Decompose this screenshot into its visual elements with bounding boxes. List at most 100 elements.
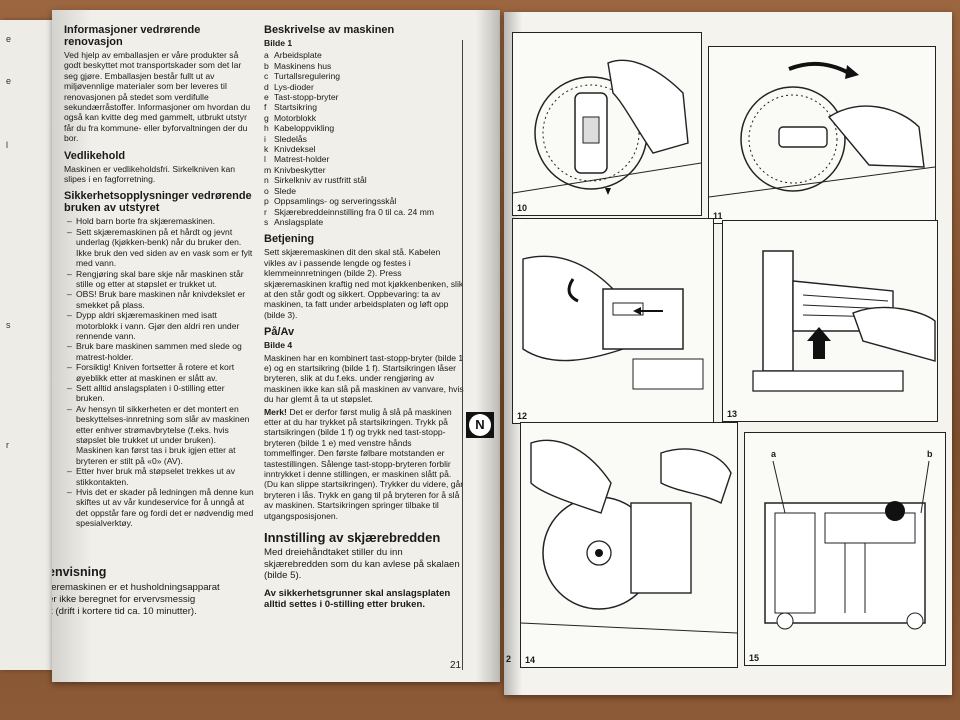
figure-label: 10 bbox=[517, 203, 528, 213]
part-key: h bbox=[264, 123, 269, 134]
figure-panel-12: 12 bbox=[512, 218, 714, 424]
figure-reference: Bilde 1 bbox=[264, 38, 293, 48]
part-name: Tast-stopp-bryter bbox=[274, 92, 339, 103]
bruk-line: æremaskinen er et husholdningsapparat bbox=[52, 582, 220, 593]
safety-item: Etter hver bruk må støpselet trekkes ut … bbox=[67, 466, 254, 487]
part-name: Skjærebreddeinnstilling fra 0 til ca. 24… bbox=[274, 206, 435, 217]
part-key: n bbox=[264, 175, 269, 186]
figure-panel-10: 10 bbox=[512, 32, 702, 216]
part-name: Anslagsplate bbox=[274, 216, 324, 227]
part-key: p bbox=[264, 196, 269, 207]
left-column: Informasjoner vedrørende renovasjon Ved … bbox=[64, 24, 254, 533]
figure-reference: Bilde 4 bbox=[264, 340, 293, 351]
part-item: o Slede bbox=[264, 186, 464, 196]
part-key: g bbox=[264, 112, 269, 123]
description-heading: Beskrivelse av maskinen bbox=[264, 24, 395, 36]
figure-label: 12 bbox=[517, 411, 528, 421]
language-tab: N bbox=[466, 412, 494, 438]
paav-heading: På/Av bbox=[264, 326, 295, 339]
part-item: b Maskinens hus bbox=[264, 61, 464, 71]
safety-item: OBS! Bruk bare maskinen når knivdekslet … bbox=[67, 289, 254, 310]
part-key: i bbox=[264, 133, 266, 144]
part-item: p Oppsamlings- og serveringsskål bbox=[264, 196, 464, 206]
part-name: Knivbeskytter bbox=[274, 164, 326, 175]
language-tab-letter: N bbox=[469, 414, 491, 436]
part-name: Kabeloppvikling bbox=[274, 123, 335, 134]
safety-item: Sett skjæremaskinen på et hårdt og jevnt… bbox=[67, 227, 254, 269]
slicer-top-view-drawing bbox=[764, 460, 930, 630]
left-page: Informasjoner vedrørende renovasjon Ved … bbox=[52, 10, 500, 682]
bottom-block: envisning æremaskinen er et husholdnings… bbox=[52, 565, 298, 618]
part-name: Arbeidsplate bbox=[274, 50, 322, 61]
part-name: Maskinens hus bbox=[274, 60, 332, 71]
part-item: n Sirkelkniv av rustfritt stål bbox=[264, 175, 464, 185]
part-name: Sledelås bbox=[274, 133, 307, 144]
safety-item: Dypp aldri skjæremaskinen med isatt moto… bbox=[67, 310, 254, 341]
figure-label: 14 bbox=[525, 655, 536, 665]
part-name: Slede bbox=[274, 185, 296, 196]
figure-label: 11 bbox=[713, 211, 723, 221]
part-key: e bbox=[264, 92, 269, 103]
slicer-switch-drawing bbox=[522, 255, 704, 390]
vedlikehold-text: Maskinen er vedlikeholdsfri. Sirkelknive… bbox=[64, 163, 235, 185]
renovasjon-text: Ved hjelp av emballasjen er våre produkt… bbox=[64, 50, 251, 144]
part-key: b bbox=[264, 60, 269, 71]
part-item: a Arbeidsplate bbox=[264, 50, 464, 60]
vedlikehold-heading: Vedlikehold bbox=[64, 149, 126, 162]
callout-label: b bbox=[927, 449, 933, 459]
part-name: Sirkelkniv av rustfritt stål bbox=[274, 175, 367, 186]
prev-fragment: l bbox=[6, 140, 8, 150]
figure-label: 15 bbox=[749, 653, 760, 663]
part-item: i Sledelås bbox=[264, 134, 464, 144]
part-key: k bbox=[264, 144, 269, 155]
slicer-cutting-drawing bbox=[521, 439, 737, 634]
part-key: a bbox=[264, 50, 269, 61]
part-item: r Skjærebreddeinnstilling fra 0 til ca. 2… bbox=[264, 207, 464, 217]
merk-text: Det er derfor først mulig å slå på maski… bbox=[264, 406, 464, 521]
callout-label: a bbox=[771, 449, 777, 459]
part-key: m bbox=[264, 164, 272, 175]
part-name: Oppsamlings- og serveringsskål bbox=[274, 196, 397, 207]
bruk-heading: envisning bbox=[52, 565, 107, 579]
prev-fragment: r bbox=[6, 440, 9, 450]
part-key: s bbox=[264, 216, 269, 227]
slicer-blade-removal-drawing bbox=[709, 61, 935, 198]
part-item: e Tast-stopp-bryter bbox=[264, 92, 464, 102]
bruk-line: er ikke beregnet for ervervsmessig bbox=[52, 594, 196, 605]
safety-item: Bruk bare maskinen sammen med slede og m… bbox=[67, 341, 254, 362]
part-name: Startsikring bbox=[274, 102, 317, 113]
bredde-warning: Av sikkerhetsgrunner skal anslagsplaten … bbox=[264, 587, 451, 611]
betjening-heading: Betjening bbox=[264, 233, 315, 246]
part-name: Turtallsregulering bbox=[274, 71, 341, 82]
slicer-blade-cover-drawing bbox=[513, 59, 701, 195]
safety-item: Hvis det er skader på ledningen må denne… bbox=[67, 487, 254, 529]
renovasjon-heading: Informasjoner vedrørende renovasjon bbox=[64, 24, 201, 48]
safety-item: Forsiktig! Kniven fortsetter å rotere et… bbox=[67, 362, 254, 383]
part-key: d bbox=[264, 81, 269, 92]
part-name: Lys-dioder bbox=[274, 81, 314, 92]
figure-panel-11: 11 bbox=[708, 46, 936, 224]
right-page-figures: 10 11 12 bbox=[504, 12, 952, 695]
part-name: Knivdeksel bbox=[274, 144, 316, 155]
prev-fragment: e bbox=[6, 34, 12, 44]
safety-item: Hold barn borte fra skjæremaskinen. bbox=[67, 216, 254, 227]
previous-page-edge: e e l s r bbox=[0, 20, 52, 670]
safety-list: Hold barn borte fra skjæremaskinen.Sett … bbox=[64, 216, 254, 528]
part-name: Matrest-holder bbox=[274, 154, 330, 165]
part-item: k Knivdeksel bbox=[264, 144, 464, 154]
part-item: s Anslagsplate bbox=[264, 217, 464, 227]
figure-panel-14: 14 bbox=[520, 422, 738, 668]
figure-panel-15: a b 15 bbox=[744, 432, 946, 666]
merk-label: Merk! bbox=[264, 406, 287, 417]
part-key: r bbox=[264, 206, 267, 217]
page-number: 21 bbox=[450, 660, 462, 671]
safety-item: Rengjøring skal bare skje når maskinen s… bbox=[67, 269, 254, 290]
betjening-text: Sett skjæremaskinen dit den skal stå. Ka… bbox=[264, 247, 464, 320]
safety-heading: Sikkerhetsopplysninger vedrørende bruken… bbox=[64, 190, 252, 215]
part-key: o bbox=[264, 185, 269, 196]
slicer-width-adjust-drawing bbox=[752, 250, 936, 392]
